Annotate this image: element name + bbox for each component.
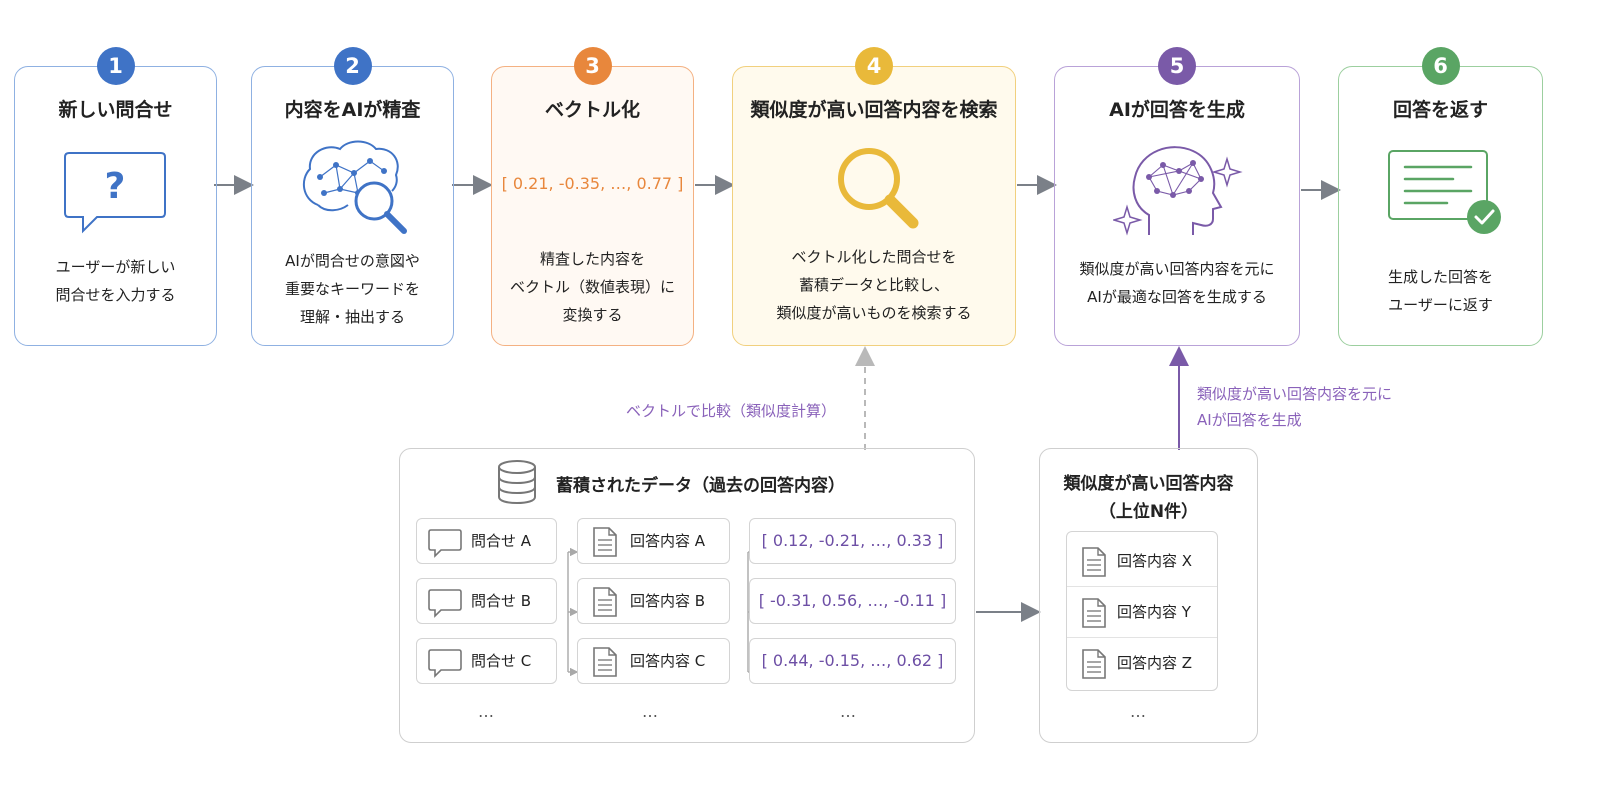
step-4-description: ベクトル化した問合せを 蓄積データと比較し、 類似度が高いものを検索する bbox=[776, 248, 972, 322]
chat-bubble-icon bbox=[428, 649, 462, 678]
question-bubble-icon: ? bbox=[64, 152, 166, 234]
step-1-description: ユーザーが新しい 問合せを入力する bbox=[55, 258, 176, 304]
generate-note: 類似度が高い回答内容を元に AIが回答を生成 bbox=[1197, 385, 1393, 429]
step-1-title: 新しい問合せ bbox=[58, 99, 173, 121]
vector-value: [ 0.44, -0.15, …, 0.62 ] bbox=[761, 651, 944, 670]
compare-note: ベクトルで比較（類似度計算） bbox=[626, 402, 837, 420]
vector-item-a[interactable]: [ 0.12, -0.21, …, 0.33 ] bbox=[749, 518, 956, 564]
step-6-title: 回答を返す bbox=[1392, 99, 1488, 121]
step-5-description: 類似度が高い回答内容を元に AIが最適な回答を生成する bbox=[1079, 260, 1275, 306]
document-icon bbox=[1082, 649, 1106, 679]
document-icon bbox=[593, 647, 617, 677]
answer-item-b[interactable]: 回答内容 B bbox=[577, 578, 730, 624]
chat-bubble-icon bbox=[428, 529, 462, 558]
step-3-title: ベクトル化 bbox=[544, 99, 640, 121]
ai-head-icon bbox=[1113, 146, 1243, 236]
top-n-ellipsis: … bbox=[1130, 702, 1147, 721]
answer-label: 回答内容 C bbox=[630, 652, 706, 670]
brain-magnifier-icon bbox=[302, 140, 407, 234]
answer-label: 回答内容 B bbox=[630, 592, 706, 610]
step-1-card: 1 新しい問合せ ? ユーザーが新しい 問合せを入力する bbox=[14, 47, 217, 346]
magnifier-icon bbox=[838, 148, 919, 229]
vector-value: [ -0.31, 0.56, …, -0.11 ] bbox=[758, 591, 947, 610]
step-2-card: 2 内容をAIが精査 AIが問合せの意図や 重要なキーワードを 理解・抽出する bbox=[251, 47, 454, 346]
stored-data-panel: 蓄積されたデータ（過去の回答内容） 問合せ A 問合せ B 問合せ C 回答内容… bbox=[399, 448, 975, 743]
step-5-card: 5 AIが回答を生成 類似度が高い回答内容を元に AIが最適な回答を生成する bbox=[1054, 47, 1300, 346]
top-n-title: 類似度が高い回答内容 bbox=[1063, 474, 1234, 494]
inquiry-ellipsis: … bbox=[478, 702, 495, 721]
step-3-vector: [ 0.21, -0.35, …, 0.77 ] bbox=[501, 174, 684, 193]
vector-ellipsis: … bbox=[840, 702, 857, 721]
step-6-card: 6 回答を返す 生成した回答を ユーザーに返す bbox=[1338, 47, 1543, 346]
database-icon bbox=[498, 460, 536, 505]
svg-text:?: ? bbox=[105, 166, 126, 207]
top-n-label: 回答内容 Z bbox=[1117, 654, 1193, 672]
top-n-panel: 類似度が高い回答内容 （上位N件） 回答内容 X 回答内容 Y 回答内容 Z … bbox=[1039, 448, 1258, 743]
top-n-subtitle: （上位N件） bbox=[1098, 502, 1199, 522]
top-n-item-y[interactable]: 回答内容 Y bbox=[1067, 587, 1217, 638]
step-6-badge: 6 bbox=[1421, 47, 1460, 85]
answer-item-c[interactable]: 回答内容 C bbox=[577, 638, 730, 684]
vector-item-c[interactable]: [ 0.44, -0.15, …, 0.62 ] bbox=[749, 638, 956, 684]
step-3-description: 精査した内容を ベクトル（数値表現）に 変換する bbox=[509, 250, 675, 324]
top-n-list: 回答内容 X 回答内容 Y 回答内容 Z bbox=[1066, 531, 1218, 691]
document-icon bbox=[1082, 547, 1106, 577]
document-icon bbox=[1082, 598, 1106, 628]
top-n-item-x[interactable]: 回答内容 X bbox=[1067, 536, 1217, 587]
step-6-description: 生成した回答を ユーザーに返す bbox=[1387, 268, 1493, 314]
answer-label: 回答内容 A bbox=[630, 532, 706, 550]
document-icon bbox=[593, 587, 617, 617]
top-n-item-z[interactable]: 回答内容 Z bbox=[1067, 638, 1217, 688]
inquiry-item-b[interactable]: 問合せ B bbox=[416, 578, 557, 624]
step-5-badge: 5 bbox=[1158, 47, 1196, 85]
inquiry-label: 問合せ B bbox=[471, 592, 532, 610]
stored-data-title: 蓄積されたデータ（過去の回答内容） bbox=[556, 476, 845, 496]
step-4-card: 4 類似度が高い回答内容を検索 ベクトル化した問合せを 蓄積データと比較し、 類… bbox=[732, 47, 1016, 346]
inquiry-label: 問合せ C bbox=[471, 652, 532, 670]
answer-ellipsis: … bbox=[642, 702, 659, 721]
step-1-badge: 1 bbox=[96, 47, 135, 85]
inquiry-item-a[interactable]: 問合せ A bbox=[416, 518, 557, 564]
step-3-card: 3 ベクトル化 [ 0.21, -0.35, …, 0.77 ] 精査した内容を… bbox=[491, 47, 694, 346]
step-2-description: AIが問合せの意図や 重要なキーワードを 理解・抽出する bbox=[284, 252, 420, 326]
top-n-label: 回答内容 X bbox=[1117, 552, 1193, 570]
step-2-title: 内容をAIが精査 bbox=[284, 99, 421, 121]
step-4-title: 類似度が高い回答内容を検索 bbox=[750, 99, 998, 121]
step-4-badge: 4 bbox=[855, 47, 893, 85]
document-icon bbox=[593, 527, 617, 557]
top-n-label: 回答内容 Y bbox=[1117, 603, 1191, 621]
step-3-badge: 3 bbox=[573, 47, 612, 85]
vector-value: [ 0.12, -0.21, …, 0.33 ] bbox=[761, 531, 944, 550]
chat-bubble-icon bbox=[428, 589, 462, 618]
inquiry-item-c[interactable]: 問合せ C bbox=[416, 638, 557, 684]
document-check-icon bbox=[1388, 150, 1501, 234]
answer-item-a[interactable]: 回答内容 A bbox=[577, 518, 730, 564]
step-2-badge: 2 bbox=[333, 47, 372, 85]
step-5-title: AIが回答を生成 bbox=[1109, 99, 1245, 121]
vector-item-b[interactable]: [ -0.31, 0.56, …, -0.11 ] bbox=[749, 578, 956, 624]
inquiry-label: 問合せ A bbox=[471, 532, 532, 550]
